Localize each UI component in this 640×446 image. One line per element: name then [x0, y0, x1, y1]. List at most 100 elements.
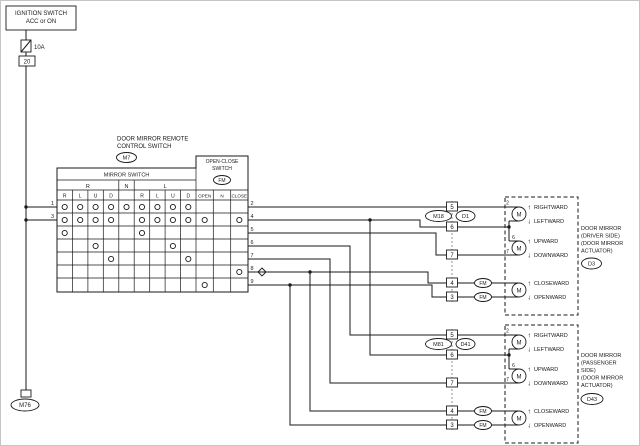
cavity-pin-label: 7	[450, 253, 454, 259]
contact-circle	[92, 203, 99, 211]
actuator-name-line: SIDE)	[581, 368, 596, 374]
switch-pin-label: 5	[251, 227, 254, 233]
contact-circle	[61, 216, 68, 224]
cavity-pin-label: 3	[450, 295, 454, 301]
group-label-n: N	[125, 184, 129, 190]
actuator-name-line: ACTUATOR)	[581, 383, 613, 389]
cavity-pin-box	[446, 405, 458, 416]
contact-circle	[169, 203, 176, 211]
actuator-name-line: (DOOR MIRROR	[581, 241, 623, 247]
contact-circle	[236, 268, 243, 276]
ground-connector-label: M76	[19, 403, 31, 409]
passenger-actuator-box	[504, 324, 579, 444]
cavity-pin-box	[446, 277, 458, 288]
switch-pin-label: 4	[251, 214, 254, 220]
contact-circle	[138, 216, 146, 224]
harness-wires: M18 D1 M81 D41 5 6 7 4 3 FM FM 5	[24, 201, 519, 430]
down-arrow-icon: ↓	[528, 381, 532, 388]
fm-wire-label: FM	[479, 409, 486, 415]
fuse-number-box	[18, 55, 36, 67]
actuator-terminal-label: 2	[506, 329, 509, 335]
junction-dot	[288, 283, 292, 287]
connector-oval-d1	[455, 210, 476, 222]
contact-circle	[169, 242, 176, 250]
contact-circle	[61, 203, 68, 211]
sub-col-label: U	[94, 194, 98, 200]
connector-label-m81: M81	[433, 342, 444, 348]
passenger-cavity-pins: 5 6 7 4 3 FM FM	[446, 329, 492, 430]
fm-wire-oval	[474, 292, 492, 302]
direction-label: OPENWARD	[534, 423, 566, 429]
wire-common	[248, 219, 509, 356]
fuse-number-label: 20	[24, 60, 31, 66]
cavity-pin-box	[446, 419, 458, 430]
motor-symbol: M	[517, 374, 522, 380]
switch-connector-label: M7	[123, 156, 131, 162]
up-arrow-icon: ↑	[528, 205, 532, 212]
remote-switch-section: DOOR MIRROR REMOTE CONTROL SWITCH M7 MIR…	[51, 137, 267, 293]
cavity-pin-label: 7	[450, 381, 454, 387]
cavity-pin-label: 6	[450, 353, 454, 359]
motor-symbol: M	[517, 212, 522, 218]
contact-circle	[138, 203, 146, 211]
actuator-terminal-label: 7	[506, 377, 509, 383]
contact-circle	[154, 203, 161, 211]
oc-col-label-close: CLOSE	[232, 194, 248, 199]
fuse-rating-label: 10A	[34, 45, 45, 51]
direction-label: RIGHTWARD	[534, 205, 568, 211]
switch-pin-label: 7	[251, 253, 254, 259]
switch-pin-label: 8	[251, 266, 254, 272]
fm-wire-oval	[474, 278, 492, 288]
motor-symbol: M	[517, 288, 522, 294]
connector-label-m18: M18	[433, 214, 444, 220]
fm-wire-label: FM	[479, 281, 486, 287]
motor-icon	[511, 334, 527, 350]
contact-circle	[61, 229, 68, 237]
cavity-pin-label: 6	[450, 225, 454, 231]
motor-icon	[511, 282, 527, 298]
junction-dot	[507, 353, 511, 357]
contact-circle	[185, 203, 192, 211]
motor-icon	[511, 410, 527, 426]
open-close-header-line2: SWITCH	[212, 166, 232, 172]
sub-col-label: R	[140, 194, 144, 200]
down-arrow-icon: ↓	[528, 219, 532, 226]
switch-title-line2: CONTROL SWITCH	[117, 144, 171, 150]
oc-col-label-n: N	[220, 194, 223, 199]
sub-col-label: D	[186, 194, 190, 200]
switch-title-line1: DOOR MIRROR REMOTE	[117, 137, 188, 143]
actuator-name-line: DOOR MIRROR	[581, 353, 621, 359]
contact-circle	[77, 203, 84, 211]
ground-connector-oval	[10, 398, 40, 412]
contact-circle	[201, 216, 208, 224]
ignition-condition-label: ACC or ON	[26, 19, 56, 25]
ignition-switch-box	[5, 5, 77, 31]
direction-label: LEFTWARD	[534, 219, 564, 225]
up-arrow-icon: ↑	[528, 239, 532, 246]
contact-circle	[108, 203, 115, 211]
cavity-pin-label: 4	[450, 409, 454, 415]
motor-symbol: M	[517, 246, 522, 252]
cavity-pin-box	[446, 349, 458, 360]
motor-symbol: M	[517, 416, 522, 422]
up-arrow-icon: ↑	[528, 367, 532, 374]
oc-col-label-open: OPEN	[198, 194, 211, 199]
open-close-header-line1: OPEN·CLOSE	[206, 159, 239, 165]
junction-dot	[24, 218, 28, 222]
driver-actuator-box	[504, 196, 579, 316]
fm-wire-label: FM	[479, 423, 486, 429]
ignition-switch-label: IGNITION SWITCH	[15, 11, 67, 17]
switch-pin-label: 3	[51, 214, 54, 220]
sub-col-label: L	[156, 194, 159, 200]
actuator-name-line: (PASSENGER	[581, 361, 617, 367]
actuator-connector-oval	[581, 257, 602, 270]
contact-circle	[108, 216, 115, 224]
switch-pin-label: 1	[51, 201, 54, 207]
cavity-pin-box	[446, 249, 458, 260]
mirror-switch-header: MIRROR SWITCH	[104, 173, 150, 179]
cavity-pin-box	[446, 377, 458, 388]
contact-circle	[138, 229, 146, 237]
motor-symbol: M	[517, 340, 522, 346]
